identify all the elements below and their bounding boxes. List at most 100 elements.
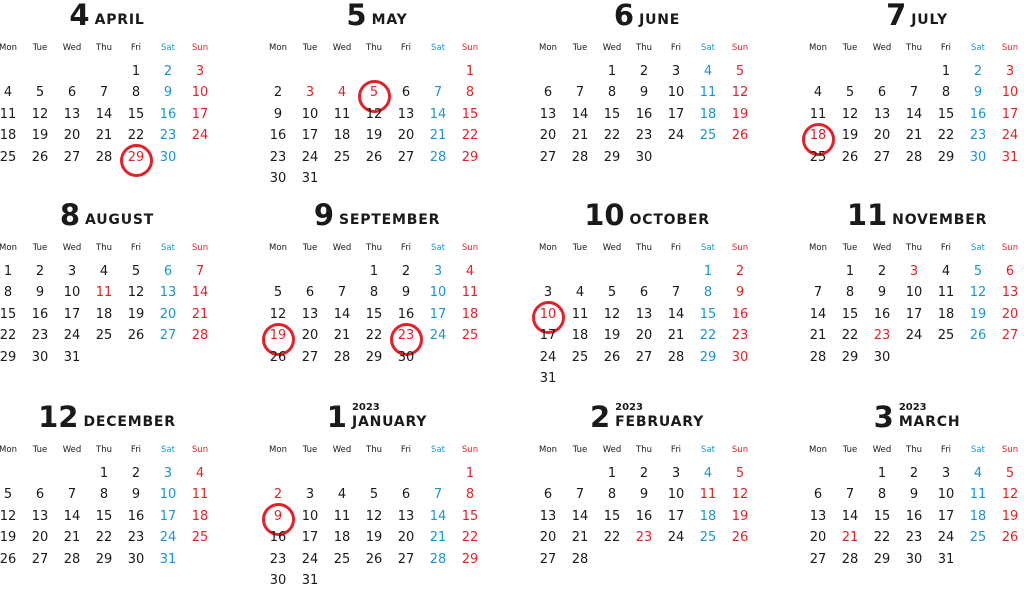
- day-cell: 5: [1005, 466, 1015, 481]
- month-name: JUNE: [639, 12, 681, 28]
- day-cell: 28: [95, 149, 113, 165]
- day-cell: 4: [465, 264, 475, 279]
- day-cell: 29: [937, 149, 955, 165]
- month-number: 10: [584, 198, 625, 232]
- weekday-label-fri: Fri: [670, 43, 682, 53]
- weekday-label-mon: Mon: [269, 445, 287, 455]
- weekday-label-mon: Mon: [539, 445, 557, 455]
- weekday-label-mon: Mon: [539, 243, 557, 253]
- day-cell: 17: [301, 128, 319, 144]
- day-cell: 28: [191, 328, 209, 344]
- month-number: 2: [589, 400, 611, 434]
- day-cell: 24: [905, 328, 923, 344]
- day-cell: 14: [571, 106, 589, 122]
- weekday-label-thu: Thu: [906, 243, 922, 253]
- day-cell: 30: [127, 551, 145, 567]
- day-cell: 19: [1001, 508, 1019, 524]
- day-cell: 19: [731, 106, 749, 122]
- day-cell: 19: [841, 128, 859, 144]
- highlight-circle: [357, 79, 391, 113]
- day-cell: 28: [841, 551, 859, 567]
- highlight-circle: [261, 322, 295, 356]
- day-cell: 30: [873, 349, 891, 365]
- month-number: 9: [313, 198, 334, 232]
- weekday-label-mon: Mon: [0, 43, 17, 53]
- weekday-label-wed: Wed: [602, 445, 622, 455]
- weekday-label-fri: Fri: [670, 445, 682, 455]
- day-cell: 29: [95, 551, 113, 567]
- day-cell: 26: [1001, 530, 1019, 546]
- day-cell: 19: [365, 530, 383, 546]
- day-cell: 13: [31, 508, 49, 524]
- day-cell: 6: [401, 85, 411, 101]
- day-cell: 25: [0, 149, 17, 165]
- day-cell: 14: [191, 285, 209, 301]
- weekday-label-thu: Thu: [366, 445, 382, 455]
- day-cell: 20: [397, 128, 415, 144]
- day-cell: 9: [163, 85, 173, 101]
- day-cell: 4: [941, 264, 951, 279]
- day-cell: 24: [1001, 128, 1019, 144]
- day-cell: 5: [607, 285, 617, 301]
- day-cell: 31: [937, 551, 955, 567]
- weekday-label-wed: Wed: [872, 445, 892, 455]
- day-cell: 4: [973, 466, 983, 481]
- month-name: APRIL: [94, 12, 145, 28]
- day-cell: 9: [401, 285, 411, 301]
- day-cell: 21: [571, 530, 589, 546]
- day-cell: 22: [699, 328, 717, 344]
- day-cell: 23: [159, 128, 177, 144]
- day-cell: 10: [667, 85, 685, 101]
- day-cell: 2: [131, 466, 141, 481]
- day-cell: 17: [937, 508, 955, 524]
- day-cell: 30: [969, 149, 987, 165]
- weekday-label-mon: Mon: [0, 445, 17, 455]
- day-cell: 15: [461, 508, 479, 524]
- weekday-label-wed: Wed: [332, 445, 352, 455]
- day-cell: 7: [433, 85, 443, 101]
- weekday-label-mon: Mon: [809, 243, 827, 253]
- day-cell: 27: [635, 349, 653, 365]
- day-cell: 7: [337, 285, 347, 301]
- day-cell: 4: [337, 85, 347, 101]
- day-cell: 18: [333, 530, 351, 546]
- day-cell: 22: [937, 128, 955, 144]
- day-cell: 21: [667, 328, 685, 344]
- weekday-label-sat: Sat: [701, 243, 715, 253]
- weekday-label-wed: Wed: [62, 43, 82, 53]
- day-cell: 23: [635, 530, 653, 546]
- year-label: 2023: [898, 402, 927, 413]
- day-cell: 5: [735, 64, 745, 79]
- day-cell: 19: [127, 306, 145, 322]
- day-cell: 3: [433, 264, 443, 279]
- day-cell: 20: [1001, 306, 1019, 322]
- day-cell: 15: [873, 508, 891, 524]
- weekday-label-tue: Tue: [842, 445, 858, 455]
- day-cell: 25: [571, 349, 589, 365]
- day-cell: 4: [3, 85, 13, 101]
- day-cell: 30: [731, 349, 749, 365]
- weekday-label-fri: Fri: [400, 43, 412, 53]
- day-cell: 29: [0, 349, 17, 365]
- day-cell: 3: [671, 64, 681, 79]
- day-cell: 21: [95, 128, 113, 144]
- day-cell: 22: [0, 328, 17, 344]
- weekday-label-thu: Thu: [636, 445, 652, 455]
- month-name: JANUARY: [351, 414, 428, 430]
- day-cell: 26: [969, 328, 987, 344]
- day-cell: 14: [841, 508, 859, 524]
- day-cell: 31: [301, 573, 319, 588]
- day-cell: 23: [127, 530, 145, 546]
- day-cell: 1: [131, 64, 141, 79]
- day-cell: 30: [397, 349, 415, 365]
- weekday-label-wed: Wed: [602, 43, 622, 53]
- day-cell: 3: [941, 466, 951, 481]
- day-cell: 14: [429, 106, 447, 122]
- day-cell: 25: [969, 530, 987, 546]
- day-cell: 22: [365, 328, 383, 344]
- day-cell: 30: [31, 349, 49, 365]
- day-cell: 15: [603, 508, 621, 524]
- day-cell: 27: [539, 551, 557, 567]
